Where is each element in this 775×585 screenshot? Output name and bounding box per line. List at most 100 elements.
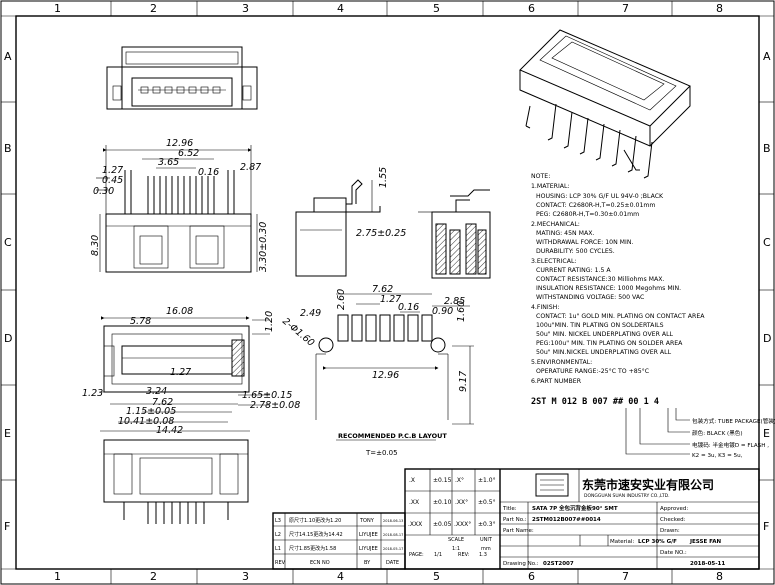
col-label: 8 [716,570,723,583]
note-line: CONTACT RESISTANCE:30 Milliohms MAX. [536,276,664,283]
note-line: 50u" MIN. NICKEL UNDERPLATING OVER ALL [536,331,674,338]
revision-cell: 尺寸14.15更改为14.42 [289,531,343,538]
dim-1-15: 1.15±0.05 [126,406,176,417]
revision-cell: 2018-06-13 [383,519,403,523]
tolerance-cell: .XXX [408,521,422,528]
dim-7-62: 7.62 [152,397,173,408]
unit-value: mm [481,546,491,552]
dim-0-30: 0.30 [93,186,114,197]
col-label: 5 [433,2,440,15]
dim-2-78: 2.78±0.08 [250,400,300,411]
revision-cell: TONY [359,518,375,524]
note-line: 100u"MIN. TIN PLATING ON SOLDERTAILS [536,322,664,329]
row-label: F [4,520,10,533]
dim-1-55: 1.55 [378,167,389,188]
material-label: Material: [610,539,634,545]
revision-cell: L1 [275,546,281,552]
front-view [96,145,258,273]
row-label: D [763,332,771,345]
dim-2-75: 2.75±0.25 [356,228,406,239]
revision-table: L3 原尺寸1.10更改为1.20 TONY 2018-06-13 L2 尺寸1… [272,512,406,570]
dim-1-65: 1.65±0.15 [242,390,292,401]
row-label: C [4,236,12,249]
col-label: 3 [242,570,249,583]
note-line: DURABILITY: 500 CYCLES. [536,248,615,255]
part-number-legend: 包装方式: TUBE PACKAGE(管装) [692,417,775,425]
date-label: Date NO.: [660,550,687,556]
dim-1-27: 1.27 [102,165,123,176]
rev-label: REV: [458,552,470,558]
bottom-view-dims: 16.08 5.78 1.20 1.27 1.23 3.24 7.62 1.15… [82,306,300,436]
part-number-block: 2ST M 012 B 007 ## 00 1 4 包装方式: TUBE PAC… [531,397,775,459]
dim-1-27: 1.27 [380,294,401,305]
revision-cell: 尺寸1.85更改为1.58 [289,545,336,552]
page-value: 1/1 [434,552,442,558]
note-line: 50u" MIN.NICKEL UNDERPLATING OVER ALL [536,349,672,356]
part-no-label: Part No.: [503,517,527,523]
company-name: 东莞市速安实业有限公司 [582,477,714,492]
dim-12-96: 12.96 [166,138,193,149]
note-line: HOUSING: LCP 30% G/F UL 94V-0 ;BLACK [536,193,664,200]
tolerance-cell: ±1.0° [478,477,496,484]
part-name-label: Part Name: [503,528,534,534]
row-label: B [4,142,12,155]
note-line: 2.MECHANICAL: [531,221,580,228]
drawn-label: Drawn: [660,528,680,534]
note-line: CONTACT: 1u" GOLD MIN. PLATING ON CONTAC… [536,313,705,320]
dim-2-phi-1-60: 2-Φ1.60 [280,316,316,349]
revision-header: REV [275,560,286,566]
title-value: SATA 7P 全包沉背金板90° SMT [532,504,618,512]
note-line: 4.FINISH: [531,304,559,311]
page-label: PAGE: [409,552,424,558]
drawn-value: JESSE FAN [689,539,722,545]
col-label: 7 [622,2,629,15]
part-number-code: 2ST M 012 B 007 ## 00 1 4 [531,397,659,407]
col-label: 4 [337,2,344,15]
part-number-legend: 电镀码: 半金电镀D = FLASH , [692,441,769,449]
col-label: 1 [54,570,61,583]
tolerance-cell: .X [409,477,415,484]
col-label: 6 [528,570,535,583]
dim-2-87: 2.87 [240,162,261,173]
drawing-no-value: 02ST2007 [543,561,574,567]
row-label: F [763,520,769,533]
side-view-left: 1.55 [295,167,389,277]
revision-cell: 2018-05-17 [383,547,403,551]
dim-10-41: 10.41±0.08 [118,416,174,427]
dim-1-60: 1.60 [456,301,467,322]
col-label: 2 [150,570,157,583]
note-line: PEG: C2680R-H,T=0.30±0.01mm [536,211,639,218]
tolerance-cell: ±0.5° [478,499,496,506]
col-label: 4 [337,570,344,583]
pcb-layout [315,293,474,425]
pcb-layout-dims: 7.62 1.27 0.16 2.49 2.60 2.85 0.90 1.60 … [280,284,469,457]
pcb-layout-title: RECOMMENDED P.C.B LAYOUT [338,432,447,440]
tolerance-cell: ±0.10 [433,499,452,506]
revision-cell: L2 [275,532,281,538]
dim-7-62: 7.62 [372,284,393,295]
note-line: WITHDRAWAL FORCE: 10N MIN. [536,239,633,246]
tolerance-cell: ±0.3° [478,521,496,528]
revision-cell: 2018-08-17 [383,533,403,537]
front-view-dims: 12.96 6.52 3.65 0.16 2.87 1.27 0.45 0.30… [90,138,269,272]
dim-5-78: 5.78 [130,316,151,327]
dim-6-52: 6.52 [178,148,199,159]
dim-3-30: 3.30±0.30 [258,222,269,272]
company-logo [535,473,569,497]
note-line: WITHSTANDING VOLTAGE: 500 VAC [536,294,644,301]
dim-12-96: 12.96 [372,370,399,381]
note-line: INSULATION RESISTANCE: 1000 Megohms MIN. [536,285,681,292]
dim-14-42: 14.42 [156,425,183,436]
scale-value: 1:1 [452,546,460,552]
dim-1-23: 1.23 [82,388,103,399]
col-label: 8 [716,2,723,15]
dim-0-90: 0.90 [432,306,453,317]
dim-3-24: 3.24 [146,386,167,397]
dim-0-16: 0.16 [398,302,419,313]
top-view [106,46,258,110]
revision-header: DATE [386,560,399,566]
bottom-view [100,316,270,432]
note-line: 3.ELECTRICAL: [531,258,576,265]
part-no-value: 2STM012B007##0014 [532,517,601,523]
